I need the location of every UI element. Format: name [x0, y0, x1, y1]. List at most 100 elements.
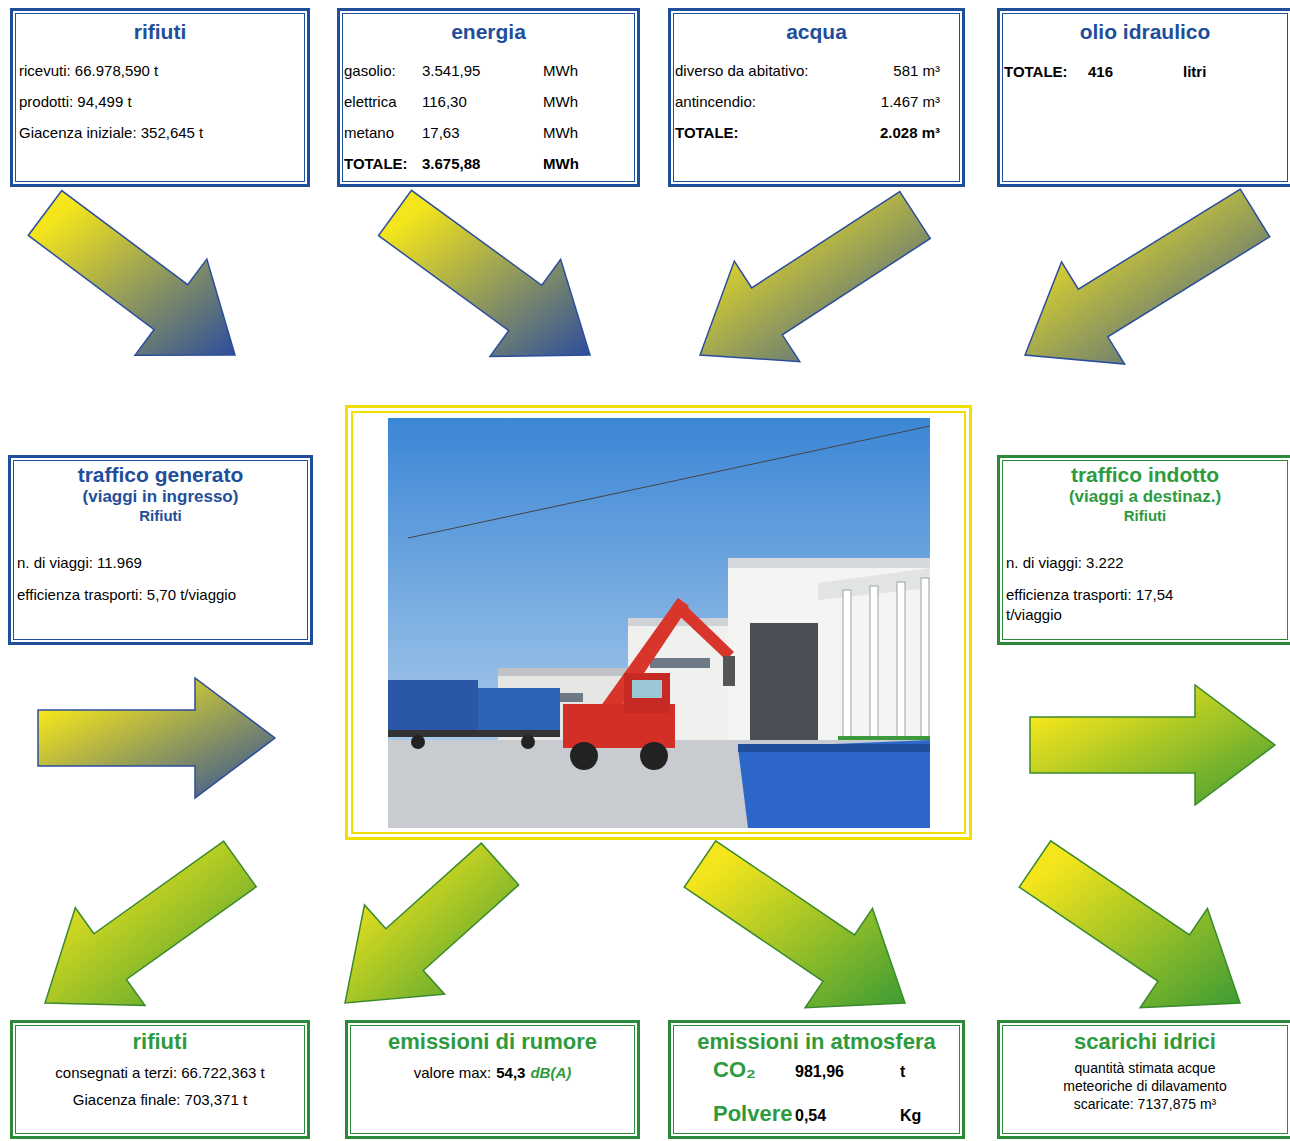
box-text: 416 — [1088, 56, 1183, 87]
warehouse-roof — [728, 558, 930, 568]
box-heading: traffico generato — [78, 463, 244, 487]
text-row: emissioni in atmosfera — [677, 1030, 956, 1054]
box-text: TOTALE: — [1004, 56, 1088, 87]
box-text: TOTALE: — [344, 148, 422, 179]
box-text: valore max: — [414, 1059, 492, 1086]
block-arrow — [700, 192, 930, 362]
box-text: t — [900, 1057, 905, 1087]
warehouse-doorway — [750, 623, 818, 748]
building-windows — [650, 658, 710, 668]
data-box: traffico indotto(viaggi a destinaz.)Rifi… — [997, 455, 1290, 645]
site-photo — [388, 418, 930, 828]
data-box: energia gasolio:3.541,95MWhelettrica116,3… — [337, 8, 640, 187]
photo-frame — [345, 405, 972, 840]
box-text: MWh — [543, 86, 578, 117]
data-box: rifiuti consegnati a terzi: 66.722,363 tG… — [10, 1020, 310, 1139]
box-text: Kg — [900, 1101, 921, 1131]
box-text: Rifiuti — [139, 507, 182, 525]
block-arrow — [379, 190, 590, 356]
text-row: Polvere0,54Kg — [713, 1099, 956, 1131]
text-row: antincendio:1.467 m³ — [675, 86, 958, 117]
text-row: traffico generato — [17, 463, 304, 487]
pillar — [870, 586, 878, 760]
crane-grab — [723, 656, 735, 686]
text-row: n. di viaggi: 11.969 — [17, 553, 304, 573]
box-text: consegnati a terzi: 66.722,363 t — [55, 1059, 264, 1086]
box-text: Giacenza iniziale: 352,645 t — [19, 117, 203, 148]
text-row: energia — [344, 20, 633, 44]
text-row: consegnati a terzi: 66.722,363 t — [19, 1059, 301, 1086]
box-heading: acqua — [786, 20, 847, 44]
box-text: 116,30 — [422, 86, 543, 117]
text-row: Giacenza iniziale: 352,645 t — [19, 117, 301, 148]
text-row: efficienza trasporti: 5,70 t/viaggio — [17, 585, 304, 605]
text-row: TOTALE:416litri — [1004, 56, 1286, 87]
box-text: quantità stimata acque meteoriche di dil… — [1045, 1059, 1245, 1113]
block-arrow — [1025, 189, 1270, 364]
box-text: 581 m³ — [855, 55, 940, 86]
data-box: emissioni in atmosferaCO₂981,96tPolvere0… — [668, 1020, 965, 1139]
sky — [388, 418, 930, 828]
box-text: efficienza trasporti: 5,70 t/viaggio — [17, 585, 242, 605]
box-text: (viaggi a destinaz.) — [1069, 487, 1221, 507]
text-row: rifiuti — [19, 20, 301, 44]
text-row: diverso da abitativo:581 m³ — [675, 55, 958, 86]
data-box: olio idraulicoTOTALE:416litri — [997, 8, 1290, 187]
text-row: metano17,63MWh — [344, 117, 633, 148]
box-text: elettrica — [344, 86, 422, 117]
crane-cab — [624, 673, 670, 713]
box-text: efficienza trasporti: 17,54 t/viaggio — [1006, 585, 1231, 625]
data-box: emissioni di rumore valore max:54,3dB(A) — [345, 1020, 640, 1139]
box-text: MWh — [543, 117, 578, 148]
block-arrow — [345, 843, 519, 1003]
text-row: n. di viaggi: 3.222 — [1006, 553, 1284, 573]
text-row: (viaggi in ingresso) — [17, 487, 304, 507]
box-heading: emissioni in atmosfera — [697, 1030, 935, 1054]
text-row: TOTALE:2.028 m³ — [675, 117, 958, 148]
box-heading: olio idraulico — [1080, 20, 1211, 44]
box-text: dB(A) — [530, 1059, 571, 1086]
text-row: gasolio:3.541,95MWh — [344, 55, 633, 86]
text-row: Rifiuti — [1006, 507, 1284, 525]
box-text: 3.675,88 — [422, 148, 543, 179]
text-row: CO₂981,96t — [713, 1055, 956, 1087]
data-box: traffico generato(viaggi in ingresso)Rif… — [8, 455, 313, 645]
box-text: MWh — [543, 148, 579, 179]
box-text: 54,3 — [496, 1059, 525, 1086]
text-row: rifiuti — [19, 1030, 301, 1054]
block-arrow — [28, 191, 235, 356]
text-row: acqua — [675, 20, 958, 44]
box-text: Giacenza finale: 703,371 t — [73, 1086, 247, 1113]
box-text: gasolio: — [344, 55, 422, 86]
text-row: emissioni di rumore — [354, 1030, 631, 1054]
text-row: (viaggi a destinaz.) — [1006, 487, 1284, 507]
box-text: diverso da abitativo: — [675, 55, 855, 86]
box-text: antincendio: — [675, 86, 855, 117]
text-row: ricevuti: 66.978,590 t — [19, 55, 301, 86]
dumpster-rim — [738, 744, 930, 752]
text-row: Rifiuti — [17, 507, 304, 525]
box-text: 17,63 — [422, 117, 543, 148]
data-box: acqua diverso da abitativo:581 m³antincen… — [668, 8, 965, 187]
crane-arm — [671, 598, 734, 660]
box-heading: scarichi idrici — [1074, 1030, 1216, 1054]
box-text: ricevuti: 66.978,590 t — [19, 55, 158, 86]
wheel — [570, 742, 598, 770]
box-text: (viaggi in ingresso) — [83, 487, 239, 507]
container — [478, 688, 560, 733]
text-row: elettrica116,30MWh — [344, 86, 633, 117]
trailer — [388, 730, 560, 737]
pillar — [897, 582, 905, 760]
data-box: rifiutiricevuti: 66.978,590 tprodotti: 9… — [10, 8, 310, 187]
text-row: olio idraulico — [1004, 20, 1286, 44]
data-box: scarichi idrici quantità stimata acque me… — [997, 1020, 1290, 1139]
box-heading: energia — [451, 20, 526, 44]
box-text: Rifiuti — [1124, 507, 1167, 525]
ground — [388, 740, 930, 828]
power-wire — [408, 426, 930, 538]
wheel — [640, 742, 668, 770]
text-row: efficienza trasporti: 17,54 t/viaggio — [1006, 585, 1284, 625]
box-heading: rifiuti — [134, 20, 187, 44]
box-text: n. di viaggi: 11.969 — [17, 553, 142, 573]
